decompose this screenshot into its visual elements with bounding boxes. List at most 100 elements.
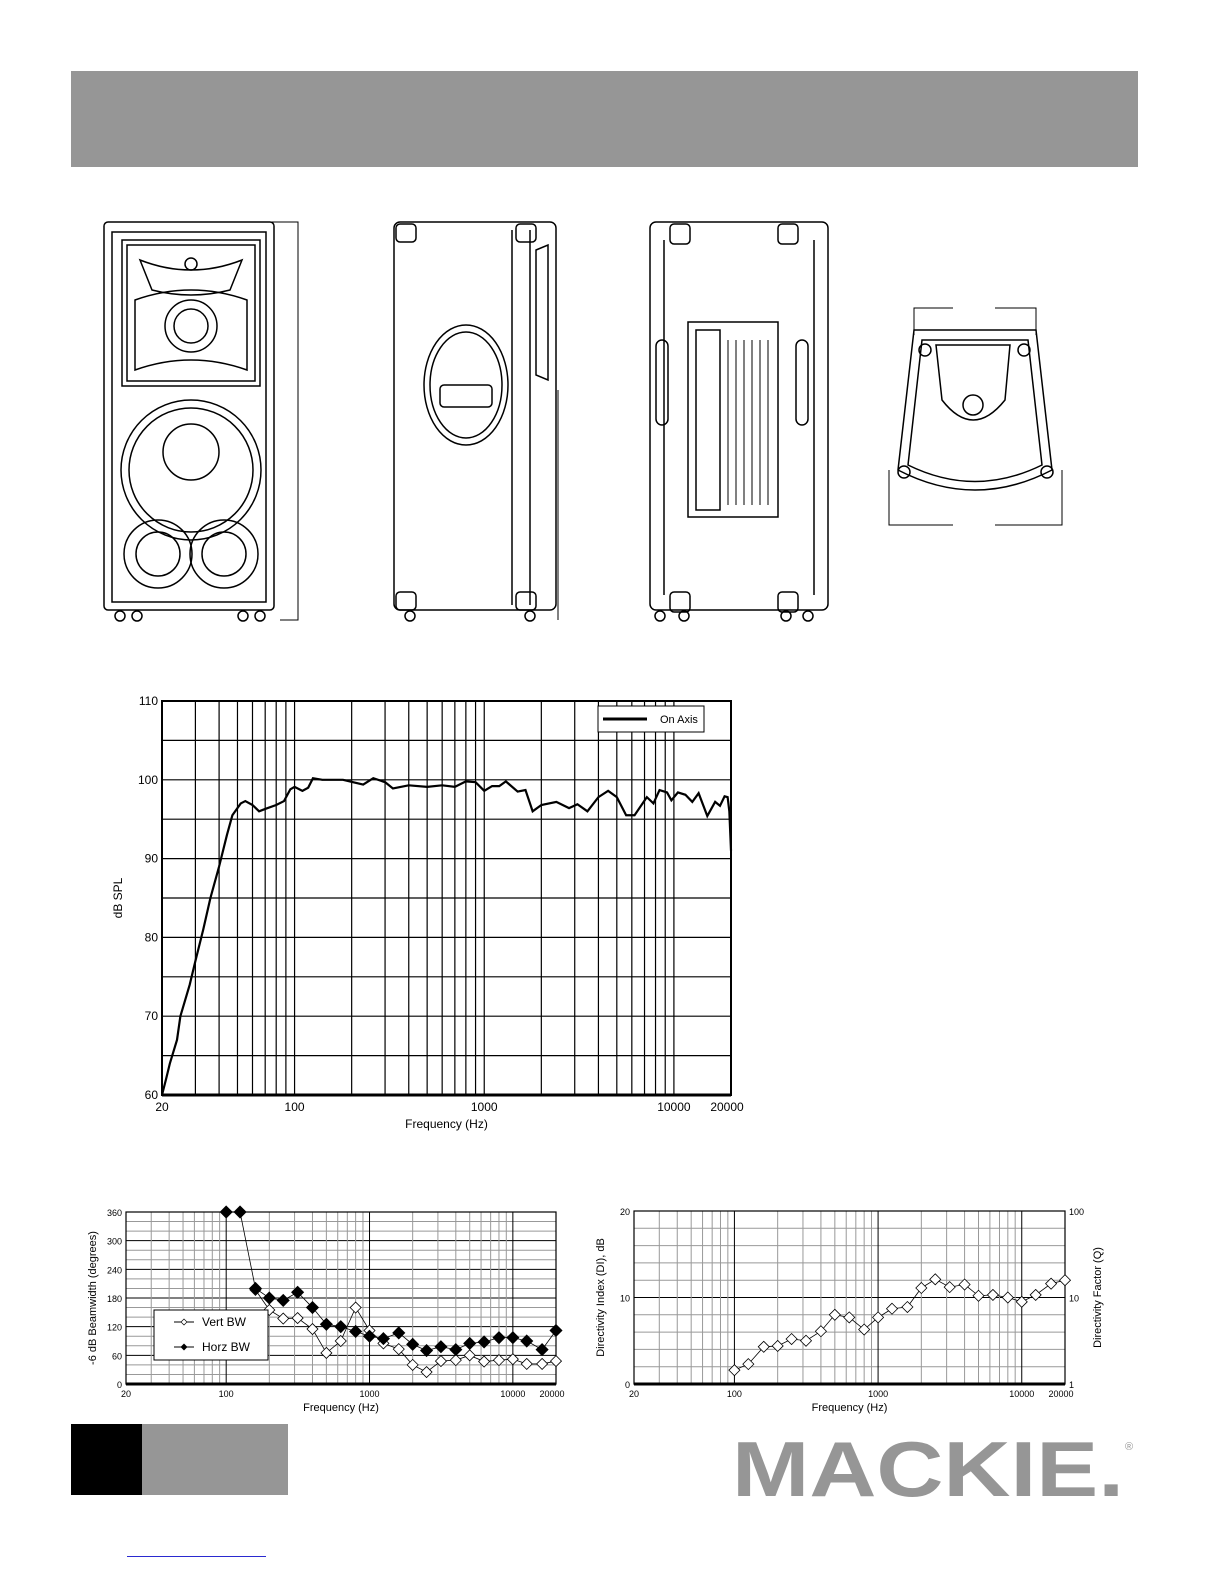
data-point — [376, 1332, 390, 1346]
y-tick-label: 20 — [620, 1207, 630, 1217]
x-tick-label: 1000 — [360, 1389, 380, 1399]
data-point — [334, 1334, 347, 1348]
link-underline[interactable] — [127, 1556, 266, 1557]
data-point — [291, 1312, 304, 1325]
series-line-vert-bw — [255, 1289, 557, 1373]
x-tick-label: 1000 — [868, 1389, 888, 1399]
y-tick-label: 70 — [145, 1009, 159, 1023]
data-point — [828, 1308, 841, 1321]
data-point — [262, 1291, 276, 1305]
x-tick-label: 100 — [219, 1389, 234, 1399]
data-point — [1015, 1295, 1028, 1308]
speaker-drawings — [103, 221, 1063, 622]
data-point — [1001, 1291, 1014, 1304]
footer-gray-block — [142, 1424, 288, 1495]
y-tick-label: 110 — [139, 694, 158, 708]
side-view-drawing — [393, 221, 559, 622]
data-point — [549, 1323, 563, 1338]
y2-tick-label: 100 — [1069, 1207, 1084, 1217]
data-point — [349, 1301, 362, 1314]
data-point — [320, 1346, 333, 1360]
x-tick-label: 20000 — [1048, 1389, 1073, 1399]
data-point — [972, 1289, 985, 1302]
x-tick-label: 1000 — [471, 1100, 498, 1114]
y-tick-label: 60 — [112, 1351, 122, 1361]
y-tick-label: 80 — [145, 930, 159, 944]
data-point — [799, 1334, 813, 1347]
rear-view-drawing — [649, 221, 829, 622]
data-point — [520, 1334, 534, 1348]
data-point — [520, 1357, 533, 1370]
data-point — [434, 1355, 448, 1368]
data-point — [535, 1343, 549, 1357]
y-tick-label: 300 — [107, 1237, 122, 1247]
data-point — [419, 1343, 434, 1358]
legend-marker — [180, 1343, 188, 1351]
y2-tick-label: 10 — [1069, 1294, 1079, 1304]
data-point — [915, 1281, 928, 1295]
x-tick-label: 20 — [629, 1389, 639, 1399]
x-tick-label: 10000 — [1009, 1389, 1034, 1399]
data-point — [536, 1357, 549, 1370]
data-point — [728, 1364, 741, 1377]
data-point — [392, 1326, 406, 1340]
data-point — [449, 1343, 463, 1357]
data-point — [506, 1331, 520, 1345]
data-point — [233, 1205, 247, 1219]
data-point — [434, 1340, 448, 1354]
data-point — [449, 1354, 462, 1367]
data-point — [492, 1331, 506, 1345]
data-point — [306, 1322, 319, 1336]
y-tick-label: 0 — [117, 1380, 122, 1390]
header-bar — [71, 71, 1138, 167]
series-line-on-axis — [160, 777, 733, 1096]
x-tick-label: 10000 — [657, 1100, 691, 1114]
y-tick-label: 180 — [107, 1294, 122, 1304]
data-point — [463, 1349, 476, 1362]
data-point — [276, 1293, 290, 1307]
data-point — [958, 1278, 971, 1291]
legend-label: Vert BW — [202, 1315, 247, 1329]
data-point — [771, 1339, 784, 1353]
data-point — [506, 1353, 519, 1366]
data-point — [858, 1323, 871, 1336]
y-axis-label: dB SPL — [111, 877, 125, 918]
data-point — [549, 1355, 563, 1368]
top-view-drawing — [888, 307, 1063, 526]
x-tick-label: 20000 — [710, 1100, 744, 1114]
x-axis-label: Frequency (Hz) — [303, 1402, 379, 1414]
data-point — [742, 1358, 755, 1371]
y-tick-label: 60 — [145, 1088, 159, 1102]
data-point — [305, 1300, 320, 1315]
data-point — [334, 1320, 348, 1334]
data-point — [929, 1273, 942, 1286]
data-point — [986, 1288, 999, 1301]
data-point — [420, 1365, 433, 1379]
data-point — [943, 1281, 956, 1294]
data-point — [757, 1340, 770, 1353]
data-point — [406, 1337, 420, 1351]
data-point — [814, 1325, 827, 1338]
y-tick-label: 90 — [145, 852, 159, 866]
data-point — [885, 1302, 899, 1315]
legend-box — [153, 1309, 269, 1361]
footer-black-block — [71, 1424, 142, 1495]
logo-text: MACKIE. — [732, 1432, 1124, 1502]
front-view-drawing — [103, 221, 299, 622]
y2-tick-label: 1 — [1069, 1380, 1074, 1390]
data-point — [785, 1332, 798, 1346]
data-point — [478, 1355, 491, 1368]
y-tick-label: 240 — [107, 1265, 122, 1275]
x-tick-label: 100 — [285, 1100, 305, 1114]
y2-axis-label: Directivity Factor (Q) — [1092, 1247, 1104, 1348]
data-point — [872, 1311, 885, 1324]
data-point — [406, 1358, 419, 1371]
data-point — [219, 1205, 233, 1219]
data-point — [291, 1285, 305, 1299]
data-point — [492, 1354, 506, 1367]
registered-mark: ® — [1125, 1441, 1133, 1453]
y-tick-label: 120 — [107, 1323, 122, 1333]
data-point — [319, 1317, 333, 1331]
x-axis-label: Frequency (Hz) — [405, 1117, 488, 1131]
